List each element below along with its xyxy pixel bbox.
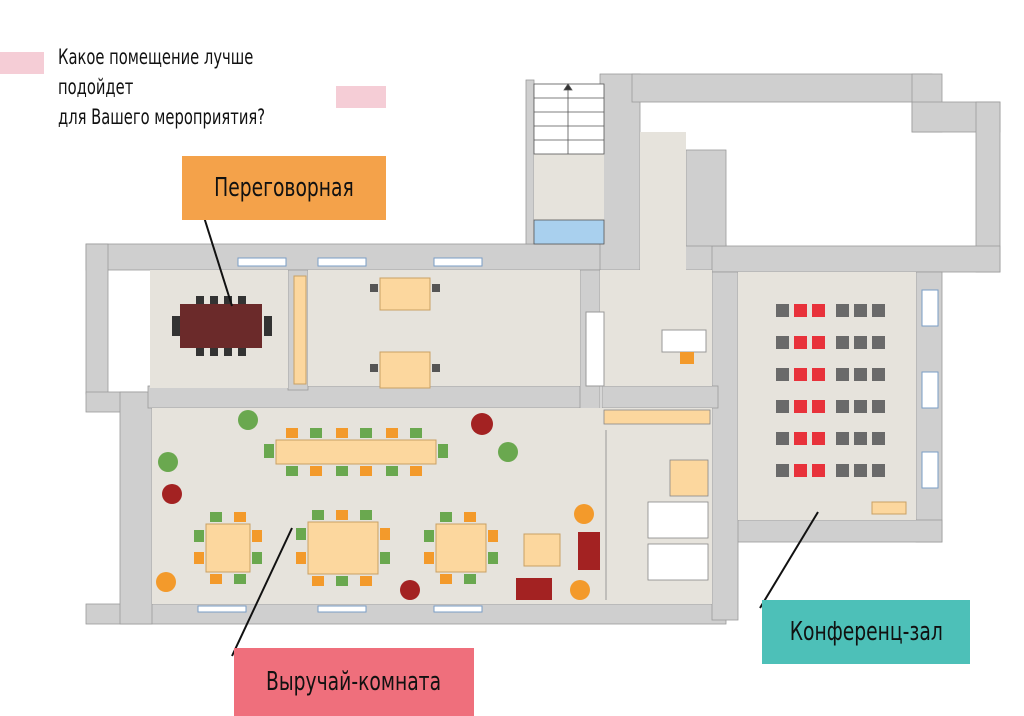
conference-stage [871,501,907,515]
conference-seat [776,400,789,413]
conference-seat [812,400,825,413]
staircase [533,83,605,245]
conference-seat [854,400,867,413]
conference-seat [836,432,849,445]
boardroom [172,296,272,356]
conference-seat [872,400,885,413]
kitchen-restroom [603,409,711,600]
windows [197,257,939,613]
conference-seat [812,336,825,349]
title-line-2: для Вашего мероприятия? [58,105,266,129]
conference-seat [872,432,885,445]
label-helper-room: Выручай-комната [234,648,474,716]
conference-seat [872,336,885,349]
conference-seat [854,304,867,317]
conference-seat [794,464,807,477]
conference-seat [854,432,867,445]
conference-seat [794,304,807,317]
conference-seat [812,368,825,381]
conference-seat [776,304,789,317]
conference-seat [794,336,807,349]
conference-seat [872,304,885,317]
conference-seat [836,400,849,413]
conference-seat [836,336,849,349]
conference-seat [776,368,789,381]
conference-seat [794,400,807,413]
conference-seat [854,336,867,349]
label-meeting-room: Переговорная [182,156,386,220]
conference-seat [836,464,849,477]
decor-block-right [336,86,386,108]
conference-seat [836,304,849,317]
conference-seat [872,368,885,381]
title-line-1: Какое помещение лучше подойдет [58,45,254,99]
label-conference-hall: Конференц-зал [762,600,970,664]
conference-seat [872,464,885,477]
conference-seat [812,304,825,317]
conference-seat [812,432,825,445]
conference-seat [854,464,867,477]
conference-seats [776,304,885,477]
conference-seat [794,368,807,381]
label-meeting-room-text: Переговорная [214,173,354,203]
label-helper-room-text: Выручай-комната [266,667,442,697]
label-conference-hall-text: Конференц-зал [789,617,943,647]
conference-seat [776,336,789,349]
helper-room-furniture [156,410,600,600]
walls [85,73,1001,625]
conference-seat [836,368,849,381]
conference-seat [812,464,825,477]
conference-seat [854,368,867,381]
page-title: Какое помещение лучше подойдет для Вашег… [58,42,323,132]
conference-seat [794,432,807,445]
decor-block-left [0,52,44,74]
middle-room-tables [293,275,707,389]
conference-seat [776,432,789,445]
conference-seat [776,464,789,477]
